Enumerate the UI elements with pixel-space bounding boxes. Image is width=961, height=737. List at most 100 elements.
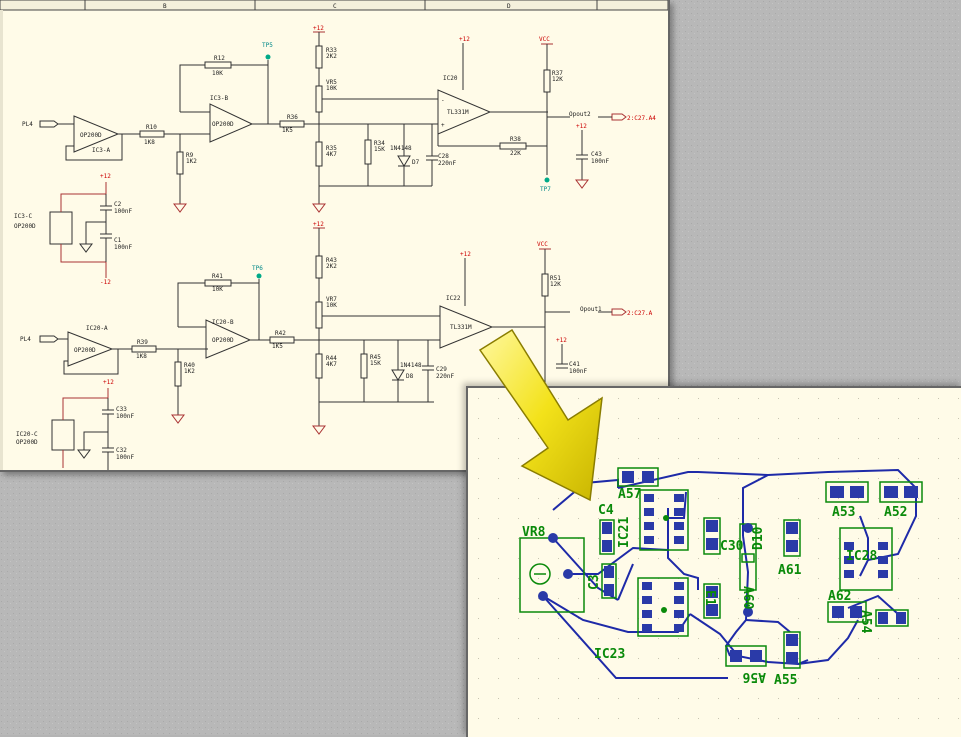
a54-footprint: A54 — [858, 609, 909, 634]
schematic-canvas: B C D PL4 OP200D IC3-A R10 1K8 R9 1K2 R1… — [0, 0, 668, 470]
r10-label: R10 — [146, 124, 157, 131]
pcb-layout-window[interactable]: VR8 C4 A57 IC21 C3 — [466, 386, 961, 737]
d7-label: D7 — [412, 159, 420, 166]
c30-footprint: C30 — [703, 517, 744, 555]
vcc-bottom-label: VCC — [537, 241, 548, 248]
c28-label: C28 — [438, 153, 449, 160]
tp5-label: TP5 — [262, 42, 273, 49]
d8-label: D8 — [406, 373, 414, 380]
r35-label: R35 — [326, 145, 337, 152]
ic20b-label: IC20-B — [212, 319, 234, 326]
ic20a-part: OP200D — [74, 347, 96, 354]
a53-footprint: A53 — [825, 481, 869, 520]
vr8-label: VR8 — [522, 525, 546, 540]
tp6-label: TP6 — [252, 265, 263, 272]
c33-value: 100nF — [116, 413, 134, 420]
vr5-value: 10K — [326, 85, 337, 92]
r41-label: R41 — [212, 273, 223, 280]
c2-label: C2 — [114, 201, 122, 208]
d8-part: 1N4148 — [400, 362, 422, 369]
ic3c-label: IC3-C — [14, 213, 32, 220]
a60-label: A60 — [740, 586, 755, 610]
a52-label: A52 — [884, 505, 907, 520]
pl4b-label: PL4 — [20, 336, 31, 343]
c1-value: 100nF — [114, 244, 132, 251]
ic3b-label: IC3-B — [210, 95, 228, 102]
ic20c-part: OP200D — [16, 439, 38, 446]
ic3a-label: IC3-A — [92, 147, 110, 154]
p12-ic20-label: +12 — [459, 36, 470, 43]
tp7-label: TP7 — [540, 186, 551, 193]
p12-ic22-label: +12 — [460, 251, 471, 258]
ic28-label: IC28 — [846, 549, 877, 564]
a62-footprint: A62 — [827, 589, 867, 623]
r34-value: 15K — [374, 146, 385, 153]
r44-label: R44 — [326, 355, 337, 362]
a57-label: A57 — [618, 487, 641, 502]
d7-part: 1N4148 — [390, 145, 412, 152]
r33-value: 2K2 — [326, 53, 337, 60]
ic20b-part: OP200D — [212, 337, 234, 344]
e1-label: E1 — [702, 590, 717, 606]
r38-label: R38 — [510, 136, 521, 143]
c4-label: C4 — [598, 503, 614, 518]
ic23-label: IC23 — [594, 647, 625, 662]
c41-value: 100nF — [569, 368, 587, 375]
ic20c-label: IC20-C — [16, 431, 38, 438]
r36-value: 1K5 — [282, 127, 293, 134]
c43-value: 100nF — [591, 158, 609, 165]
c2-value: 100nF — [114, 208, 132, 215]
r37-label: R37 — [552, 70, 563, 77]
r34-label: R34 — [374, 140, 385, 147]
ic20-minus: - — [441, 97, 445, 104]
c32-value: 100nF — [116, 454, 134, 461]
c41-label: C41 — [569, 361, 580, 368]
ic21-label: IC21 — [617, 517, 632, 548]
c30-label: C30 — [720, 539, 744, 554]
ic3b-part: OP200D — [212, 121, 234, 128]
a56-footprint: A56 — [725, 645, 767, 684]
a54-label: A54 — [858, 610, 873, 634]
vr5-label: VR5 — [326, 79, 337, 86]
r40-label: R40 — [184, 362, 195, 369]
channel-top: PL4 OP200D IC3-A R10 1K8 R9 1K2 R12 10K … — [22, 25, 656, 213]
net1-label: 2:C27.A — [627, 310, 653, 317]
p12-c43-label: +12 — [576, 123, 587, 130]
r9-value: 1K2 — [186, 158, 197, 165]
vcc-top-label: VCC — [539, 36, 550, 43]
a53-label: A53 — [832, 505, 855, 520]
r39-value: 1K8 — [136, 353, 147, 360]
ic28-footprint: IC28 — [839, 527, 893, 591]
a62-label: A62 — [828, 589, 851, 604]
p12-ic3c-label: +12 — [100, 173, 111, 180]
p12-c41-label: +12 — [556, 337, 567, 344]
c29-label: C29 — [436, 366, 447, 373]
r12-value: 10K — [212, 70, 223, 77]
a61-footprint: A61 — [778, 519, 802, 578]
ic20a-label: IC20-A — [86, 325, 108, 332]
zone-d: D — [507, 3, 511, 10]
vr8-footprint: VR8 — [519, 525, 585, 613]
zone-b: B — [163, 3, 167, 10]
r42-value: 1K5 — [272, 343, 283, 350]
a52-footprint: A52 — [879, 481, 923, 520]
r38-value: 22K — [510, 150, 521, 157]
r12-label: R12 — [214, 55, 225, 62]
c1-label: C1 — [114, 237, 122, 244]
r35-value: 4K7 — [326, 151, 337, 158]
r9-label: R9 — [186, 152, 194, 159]
c28-value: 220nF — [438, 160, 456, 167]
vr7-label: VR7 — [326, 296, 337, 303]
m12-label: -12 — [100, 279, 111, 286]
r33-label: R33 — [326, 47, 337, 54]
ic21-footprint: IC21 — [617, 489, 689, 551]
channel-bottom: PL4 IC20-A OP200D R39 1K8 R40 1K2 R41 10… — [20, 221, 653, 435]
r51-value: 12K — [550, 281, 561, 288]
c29-value: 220nF — [436, 373, 454, 380]
c32-label: C32 — [116, 447, 127, 454]
pl4-label: PL4 — [22, 121, 33, 128]
pcb-canvas: VR8 C4 A57 IC21 C3 — [468, 388, 961, 737]
r43-value: 2K2 — [326, 263, 337, 270]
c43-label: C43 — [591, 151, 602, 158]
net2-label: 2:C27.A4 — [627, 115, 656, 122]
